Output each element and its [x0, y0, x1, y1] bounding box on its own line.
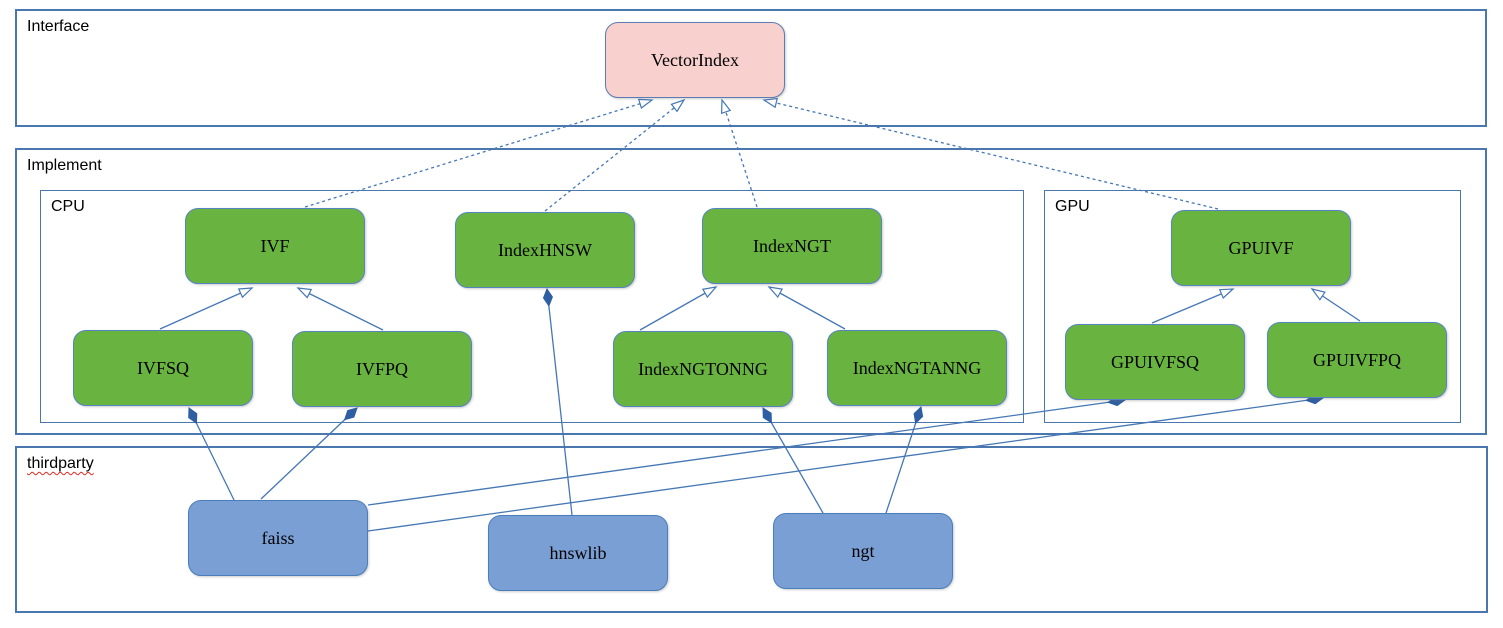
node-ngt[interactable]: ngt — [773, 513, 953, 589]
node-hnswlib[interactable]: hnswlib — [488, 515, 668, 591]
edge-hnswlib-to-indexhnsw — [547, 289, 573, 516]
edge-indexngt-to-vectorindex — [720, 98, 758, 208]
node-ivfpq[interactable]: IVFPQ — [292, 331, 472, 407]
container-interface[interactable]: Interface — [15, 9, 1487, 127]
container-gpu-label: GPU — [1055, 198, 1090, 215]
node-gpuivfpq-label: GPUIVFPQ — [1312, 349, 1402, 370]
node-gpuivf-label: GPUIVF — [1228, 237, 1294, 258]
node-ivfpq-label: IVFPQ — [355, 358, 408, 379]
node-ngt-label: ngt — [851, 540, 875, 561]
node-indexngtanng[interactable]: IndexNGTANNG — [827, 330, 1007, 406]
node-faiss-label: faiss — [261, 527, 295, 548]
node-indexngtonng[interactable]: IndexNGTONNG — [613, 331, 793, 407]
node-vectorindex[interactable]: VectorIndex — [605, 22, 785, 98]
edge-faiss-to-ivfpq — [260, 408, 357, 500]
node-gpuivfsq[interactable]: GPUIVFSQ — [1065, 324, 1245, 400]
container-thirdparty[interactable]: thirdparty — [15, 446, 1488, 613]
node-vectorindex-label: VectorIndex — [651, 49, 739, 70]
node-faiss[interactable]: faiss — [188, 500, 368, 576]
node-gpuivfpq[interactable]: GPUIVFPQ — [1267, 322, 1447, 398]
node-hnswlib-label: hnswlib — [549, 542, 607, 563]
node-indexngt-label: IndexNGT — [753, 235, 831, 256]
edge-ivf-to-vectorindex — [304, 98, 654, 208]
edge-indexngtonng-to-indexngt — [639, 286, 718, 331]
edge-gpuivfsq-to-gpuivf — [1151, 288, 1235, 324]
edge-ngt-to-indexngtonng — [762, 408, 824, 514]
node-ivf[interactable]: IVF — [185, 208, 365, 284]
node-gpuivfsq-label: GPUIVFSQ — [1110, 351, 1200, 372]
node-indexngtanng-label: IndexNGTANNG — [852, 357, 982, 378]
node-indexngt[interactable]: IndexNGT — [702, 208, 882, 284]
container-cpu[interactable]: CPU — [40, 190, 1024, 423]
edge-faiss-to-ivfsq — [189, 408, 235, 501]
container-cpu-label: CPU — [51, 198, 85, 215]
container-implement-label: Implement — [27, 157, 102, 174]
node-ivf-label: IVF — [260, 235, 290, 256]
node-ivfsq[interactable]: IVFSQ — [73, 330, 253, 406]
edge-faiss-to-gpuivfpq — [367, 398, 1323, 532]
edge-gpuivfpq-to-gpuivf — [1310, 288, 1361, 322]
node-indexhnsw-label: IndexHNSW — [498, 239, 592, 260]
node-indexngtonng-label: IndexNGTONNG — [638, 358, 768, 379]
edge-ivfpq-to-ivf — [296, 287, 384, 331]
container-interface-label: Interface — [27, 18, 90, 35]
node-ivfsq-label: IVFSQ — [136, 357, 189, 378]
edge-indexngtanng-to-indexngt — [767, 286, 846, 330]
container-implement[interactable]: Implement — [15, 148, 1487, 435]
container-thirdparty-label: thirdparty — [27, 455, 94, 472]
edge-faiss-to-gpuivfsq — [367, 400, 1125, 506]
edge-indexhnsw-to-vectorindex — [544, 98, 686, 212]
node-indexhnsw[interactable]: IndexHNSW — [455, 212, 635, 288]
edge-gpuivf-to-vectorindex — [762, 97, 1219, 210]
edge-ivfsq-to-ivf — [159, 287, 254, 330]
container-gpu[interactable]: GPU — [1044, 190, 1461, 423]
edge-ngt-to-indexngtanng — [885, 407, 921, 514]
node-gpuivf[interactable]: GPUIVF — [1171, 210, 1351, 286]
